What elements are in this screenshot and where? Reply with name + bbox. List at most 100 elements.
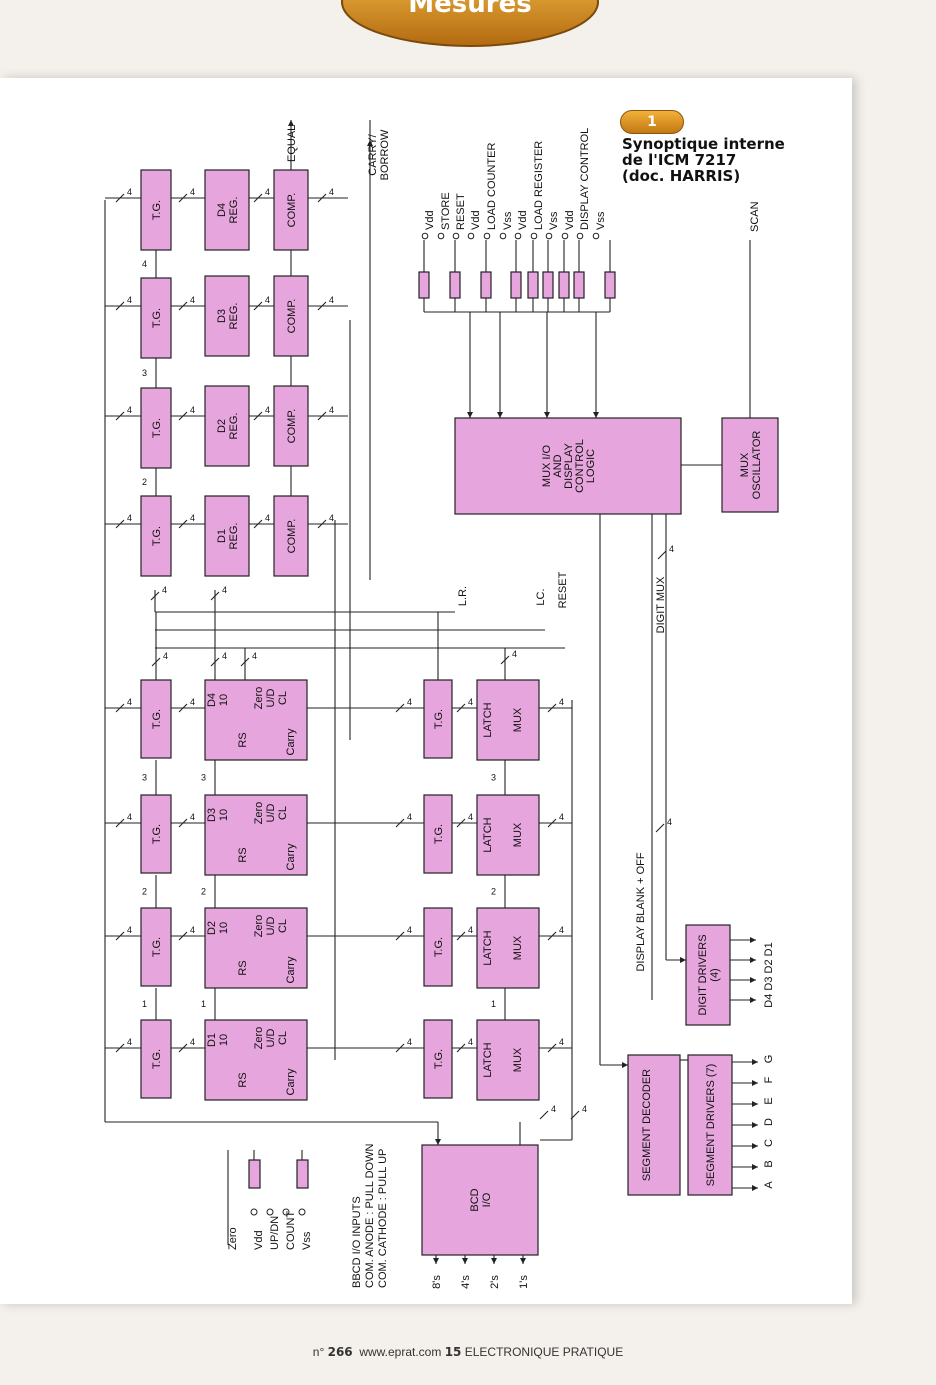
- latch-label-D3-line: LATCH: [482, 817, 494, 852]
- bus-count: 4: [407, 812, 412, 822]
- bus-count: 4: [468, 697, 473, 707]
- tg-block-latch-D2: [423, 907, 453, 987]
- left-input-4-text: Vss: [301, 1231, 313, 1250]
- tg-cnt-label-D4: T.G.: [151, 709, 163, 729]
- bcd-line-3: 1's: [518, 1275, 530, 1289]
- tg-cnt-label-D1-line: T.G.: [151, 1049, 163, 1069]
- tg-latch-label-D1-line: T.G.: [433, 1049, 445, 1069]
- bus-slash: [115, 193, 125, 203]
- bus-slash: [456, 703, 466, 713]
- counter-digit-D4-line: D4: [206, 693, 218, 707]
- footer-magazine: ELECTRONIQUE PRATIQUE: [464, 1345, 624, 1359]
- mux-label-D3: MUX: [512, 822, 524, 847]
- right-pin-0-text: Vdd: [424, 210, 436, 230]
- right-pin-11-text: Vss: [595, 211, 607, 230]
- bus-slash: [115, 519, 125, 529]
- comp-block-D1: [273, 495, 309, 577]
- count-link-D1-1: 1: [201, 999, 206, 1009]
- register-label-D2-line: D2: [216, 419, 228, 433]
- right-pin-5-text: Vss: [502, 211, 514, 230]
- bcd-line-3-line: 1's: [518, 1275, 530, 1289]
- bus-count: 4: [190, 697, 195, 707]
- figure-caption: 1 Synoptique interne de l'ICM 7217 (doc.…: [620, 110, 837, 184]
- tg-cnt-label-D2: T.G.: [151, 937, 163, 957]
- segment-output-C-line: C: [763, 1139, 775, 1147]
- tg-reg-label-D4-line: T.G.: [151, 200, 163, 220]
- counter-ctrl-D3-line: U/D: [265, 803, 277, 822]
- right-pin-circle: [576, 232, 584, 240]
- bus-slash: [210, 657, 220, 667]
- mux-io-label-line: AND: [552, 454, 564, 477]
- segment-decoder-label: SEGMENT DECODER: [641, 1069, 653, 1181]
- segment-decoder-label-line: SEGMENT DECODER: [641, 1069, 653, 1181]
- counter-ctrl-D4-line: Zero: [253, 687, 265, 710]
- lc-label: LC.: [535, 588, 547, 605]
- bus-count: 4: [468, 1037, 473, 1047]
- tg-block-cnt-D2: [140, 907, 172, 987]
- reset-label-line: RESET: [557, 571, 569, 608]
- right-pin-8-text: Vss: [548, 211, 560, 230]
- arrow-head: [467, 412, 473, 418]
- arrow-head: [497, 412, 503, 418]
- bus-slash: [395, 931, 405, 941]
- count-link-D2-1: 2: [201, 887, 206, 897]
- bus-slash: [253, 411, 263, 421]
- register-label-D4-line: D4: [216, 203, 228, 217]
- arrow-head: [752, 1080, 758, 1086]
- tg-block-reg-D3: [140, 277, 172, 359]
- bus-count: 4: [190, 513, 195, 523]
- tg-latch-label-D4: T.G.: [433, 709, 445, 729]
- bcd-note-2-text: COM. CATHODE : PULL UP: [377, 1149, 389, 1288]
- bus-count: 4: [265, 295, 270, 305]
- segment-output-A-line: A: [763, 1181, 775, 1189]
- bcd-line-0: 8's: [431, 1275, 443, 1289]
- bus-count: 4: [127, 925, 132, 935]
- counter-carry-D1-line: Carry: [285, 1068, 297, 1095]
- bus-slash: [178, 818, 188, 828]
- right-pin-9: Vdd: [564, 210, 576, 230]
- arrow-head: [752, 1164, 758, 1170]
- arrow-head: [462, 1258, 468, 1264]
- bus-count: 4: [265, 405, 270, 415]
- bus-count: 4: [559, 697, 564, 707]
- mux-io-label-line: LOGIC: [585, 449, 597, 483]
- latch-label-D2: LATCH: [482, 930, 494, 965]
- right-pin-circle: [530, 232, 538, 240]
- bus-count: 4: [407, 925, 412, 935]
- digit-drivers-block: [685, 924, 731, 1026]
- counter-block-D2: [204, 907, 308, 989]
- latch-label-D4: LATCH: [482, 702, 494, 737]
- bus-count: 4: [127, 812, 132, 822]
- comp-label-D2: COMP.: [286, 409, 298, 444]
- right-pin-circle: [561, 232, 569, 240]
- count-link-D3-1: 3: [201, 773, 206, 783]
- bus-count: 4: [127, 405, 132, 415]
- bus-count: 4: [669, 544, 674, 554]
- tg-reg-label-D1: T.G.: [151, 526, 163, 546]
- lr-label-line: L.R.: [457, 586, 469, 606]
- bus-slash: [150, 591, 160, 601]
- bus-count: 4: [559, 812, 564, 822]
- counter-ctrl-D3-line: Zero: [253, 802, 265, 825]
- count-link-D3-0: 3: [142, 773, 147, 783]
- bus-slash: [178, 703, 188, 713]
- footer-page-number: 15: [444, 1345, 462, 1359]
- pull-resistor-7: [573, 271, 585, 299]
- segment-drivers-label-line: SEGMENT DRIVERS (7): [705, 1064, 717, 1187]
- latchmux-block-D1: [476, 1019, 540, 1101]
- counter-ctrl-D3-line: CL: [277, 806, 289, 820]
- bus-count: 4: [190, 812, 195, 822]
- arrow-head: [750, 937, 756, 943]
- register-block-D1: [204, 495, 250, 577]
- bus-slash: [395, 818, 405, 828]
- counter-ctrl-D1-line: CL: [277, 1031, 289, 1045]
- tg-block-reg-D4: [140, 169, 172, 251]
- count-link-D1-0: 1: [142, 999, 147, 1009]
- counter-rs-D2-line: RS: [237, 960, 249, 975]
- resistor-left-1: [248, 1159, 261, 1189]
- register-block-D3: [204, 275, 250, 357]
- bus-count: 4: [127, 697, 132, 707]
- arrow-head: [622, 1062, 628, 1068]
